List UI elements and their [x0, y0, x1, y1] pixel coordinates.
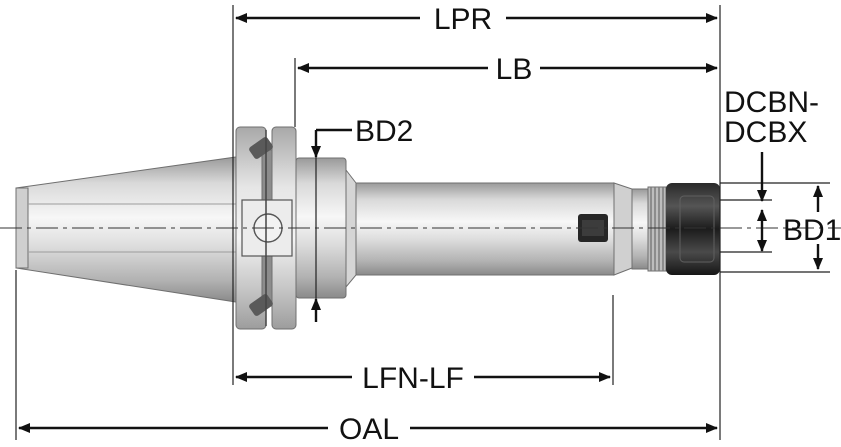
- label-bd1: BD1: [783, 214, 841, 247]
- taper-shank: [15, 156, 237, 303]
- thread-section: [647, 186, 667, 272]
- label-oal: OAL: [339, 413, 399, 446]
- label-dcbx: DCBX: [724, 116, 807, 149]
- extension-lines: [15, 5, 830, 440]
- label-lb: LB: [496, 53, 533, 86]
- collet-nut-face: [679, 195, 715, 263]
- nose-taper: [613, 182, 633, 276]
- flange-top-key: [249, 137, 273, 159]
- flange-bottom-key: [249, 294, 273, 316]
- label-lpr: LPR: [434, 3, 492, 36]
- label-dcbn: DCBN-: [724, 86, 819, 119]
- dimension-lines: [18, 13, 823, 433]
- label-lfn-lf: LFN-LF: [362, 362, 464, 395]
- label-bd2: BD2: [355, 115, 413, 148]
- extension-body: [355, 182, 615, 276]
